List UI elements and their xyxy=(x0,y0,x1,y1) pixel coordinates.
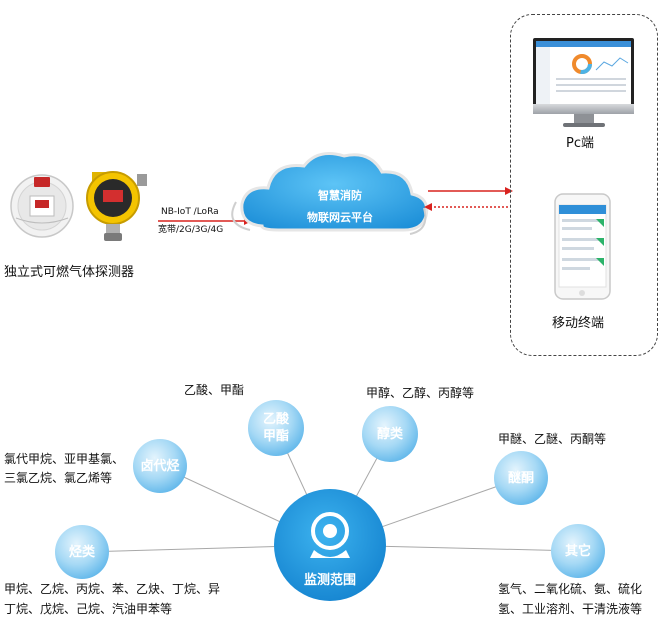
mobile-terminal-label: 移动终端 xyxy=(552,316,605,331)
bubble-alcohols-label: 醇类 xyxy=(376,427,403,442)
bubble-acetate xyxy=(248,400,304,456)
halocarbons-description-line2: 三氯乙烷、氯乙烯等 xyxy=(4,471,113,485)
cloud-to-terminal-arrow xyxy=(428,187,513,195)
hydrocarbons-description-line2: 丁烷、戊烷、己烷、汽油甲苯等 xyxy=(4,602,173,616)
monitoring-scope-hub xyxy=(274,489,386,601)
terminals-box xyxy=(510,14,658,356)
link-protocol-top: NB-IoT /LoRa xyxy=(161,207,219,217)
cloud-label-line2: 物联网云平台 xyxy=(307,211,373,224)
round-detector-icon xyxy=(10,174,74,238)
bubble-hydrocarbons xyxy=(55,525,109,579)
bubble-hydrocarbons-label: 烃类 xyxy=(68,545,95,560)
category-bubbles xyxy=(55,400,605,579)
pc-terminal-label: Pc端 xyxy=(566,136,594,151)
bubble-halocarbons-label: 卤代烃 xyxy=(140,459,180,474)
cloud-label-line1: 智慧消防 xyxy=(318,189,362,202)
mobile-phone-icon xyxy=(554,193,611,300)
halocarbons-description-line1: 氯代甲烷、亚甲基氯、 xyxy=(4,452,125,466)
webcam-icon xyxy=(310,512,350,558)
ethers-ketones-description: 甲醚、乙醚、丙酮等 xyxy=(498,432,607,446)
link-protocol-bottom: 宽带/2G/3G/4G xyxy=(158,225,224,235)
bubble-others xyxy=(551,524,605,578)
cloud-label: 智慧消防 物联网云平台 xyxy=(295,185,385,229)
terminal-to-cloud-arrow xyxy=(424,203,510,211)
others-description-line1: 氢气、二氧化硫、氨、硫化 xyxy=(498,582,643,596)
bubble-others-label: 其它 xyxy=(564,544,591,559)
monitoring-scope-label: 监测范围 xyxy=(303,573,356,588)
acetate-description: 乙酸、甲酯 xyxy=(184,383,245,397)
cloud-platform-icon xyxy=(231,152,429,235)
bubble-ethers-ketones xyxy=(494,451,548,505)
hydrocarbons-description-line1: 甲烷、乙烷、丙烷、苯、乙炔、丁烷、异 xyxy=(4,582,221,596)
detector-label: 独立式可燃气体探测器 xyxy=(4,265,135,280)
bubble-ethers-ketones-label: 醚酮 xyxy=(507,471,534,486)
others-description-line2: 氢、工业溶剂、干清洗液等 xyxy=(498,602,643,616)
explosion-proof-detector-icon xyxy=(86,171,147,241)
alcohols-description: 甲醇、乙醇、丙醇等 xyxy=(366,386,475,400)
bubble-alcohols xyxy=(362,406,418,462)
pc-monitor-icon xyxy=(533,38,634,127)
bubble-acetate-label: 乙酸 甲酯 xyxy=(262,412,289,444)
bubble-halocarbons xyxy=(133,439,187,493)
